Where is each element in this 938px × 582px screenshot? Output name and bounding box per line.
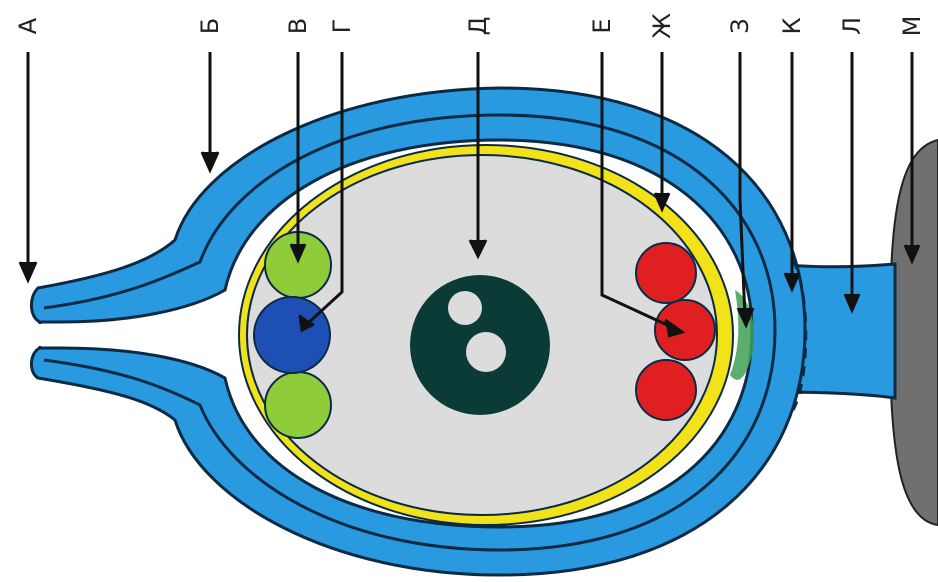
arrowhead-b bbox=[202, 152, 218, 170]
label-g: Г bbox=[328, 19, 356, 34]
antipodal-cell-bottom bbox=[636, 360, 696, 420]
label-b: Б bbox=[196, 18, 224, 34]
central-nucleus bbox=[410, 275, 550, 415]
placenta bbox=[890, 140, 938, 525]
antipodal-cell-top bbox=[636, 243, 696, 303]
label-z: З bbox=[726, 18, 754, 33]
label-zh: Ж bbox=[648, 13, 676, 39]
label-l: Л bbox=[838, 17, 866, 35]
antipodal-cell-middle bbox=[655, 300, 715, 360]
label-k: К bbox=[778, 17, 806, 34]
polar-nucleus-2 bbox=[466, 332, 506, 372]
label-m: М bbox=[898, 16, 926, 37]
label-v: В bbox=[284, 18, 312, 34]
synergid-bottom bbox=[265, 372, 331, 438]
egg-cell bbox=[254, 297, 330, 373]
label-d: Д bbox=[464, 17, 492, 36]
polar-nucleus-1 bbox=[448, 291, 482, 325]
label-e: Е bbox=[588, 18, 616, 33]
micropyle bbox=[30, 324, 70, 346]
arrowhead-a bbox=[20, 262, 36, 280]
label-a: А bbox=[14, 17, 42, 34]
